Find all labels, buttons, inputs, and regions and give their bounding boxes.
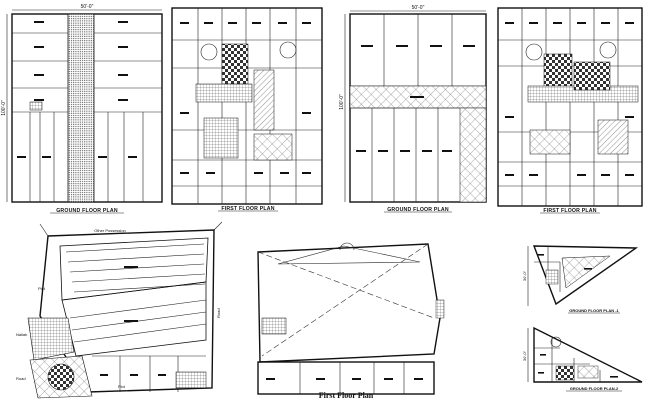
lobby-tiles xyxy=(203,117,239,159)
room-partitions xyxy=(521,8,619,206)
annotation-side: Road xyxy=(216,308,221,318)
plan-caption: FIRST FLOOR PLAN xyxy=(543,208,596,214)
plan-ground-floor-1: 50'-0" 100'-0" GROUND FLOOR PLAN xyxy=(1,4,163,214)
room-partitions xyxy=(299,362,405,394)
stair-2 xyxy=(435,299,445,319)
circular-room xyxy=(279,41,297,59)
room-partitions xyxy=(92,355,206,392)
roof-lines xyxy=(69,299,207,343)
roundabout xyxy=(47,363,75,391)
plan-first-floor-2: FIRST FLOOR PLAN xyxy=(497,7,643,214)
room-labels xyxy=(538,354,618,378)
room-partitions xyxy=(197,8,297,204)
dimension-side: 100'-0" xyxy=(339,94,345,110)
annotation-bottom: Plot xyxy=(118,384,126,389)
hall-2 xyxy=(61,281,207,357)
terrace xyxy=(253,133,293,161)
plan-ground-floor-triangle-1: 30'-0" GROUND FLOOR PLAN -1 xyxy=(522,245,639,314)
plan-first-floor-3: First Floor Plan xyxy=(257,242,445,400)
room-labels xyxy=(266,378,423,380)
plan-caption: GROUND FLOOR PLAN -1 xyxy=(569,308,619,313)
stair-core xyxy=(543,53,573,91)
plan-caption: FIRST FLOOR PLAN xyxy=(221,206,274,212)
lobby xyxy=(253,69,275,131)
stair-block xyxy=(27,317,75,361)
roof-arc xyxy=(339,242,355,251)
outer-wall xyxy=(533,326,643,383)
circular-room xyxy=(525,43,543,61)
circular-room xyxy=(599,41,617,59)
room-labels xyxy=(17,21,137,158)
circular-room xyxy=(200,43,218,61)
dimension-side: 100'-0" xyxy=(1,100,7,116)
terrace-2 xyxy=(597,119,629,155)
room-labels xyxy=(100,266,166,376)
office xyxy=(175,371,207,389)
lower-block xyxy=(257,361,435,395)
room-partitions xyxy=(534,246,561,292)
room-labels xyxy=(180,22,311,174)
stair xyxy=(261,317,287,335)
diagonal-lines xyxy=(257,243,435,357)
outer-wall xyxy=(257,243,441,363)
annotation-road1: Nallah xyxy=(16,332,27,337)
plan-site: Other Possession Plot Plot Nallah Road R… xyxy=(16,221,223,399)
corridor xyxy=(195,83,253,103)
stair xyxy=(545,269,559,285)
dimension-side: 30'-0" xyxy=(522,350,527,361)
room-labels xyxy=(538,254,592,270)
boundary-ext xyxy=(39,221,223,237)
annotation-left: Plot xyxy=(38,286,46,291)
room-partitions xyxy=(534,338,601,382)
circular-room xyxy=(550,336,562,348)
parking-side xyxy=(459,107,487,203)
plan-caption: GROUND FLOOR PLAN xyxy=(56,208,118,214)
annotation-road2: Road xyxy=(16,376,26,381)
shop-partitions xyxy=(350,107,460,202)
plan-caption: GROUND FLOOR PLAN-2 xyxy=(570,386,619,391)
stair-core xyxy=(221,43,249,85)
outer-wall xyxy=(171,7,323,205)
shop-partitions xyxy=(29,112,144,202)
stair xyxy=(555,365,575,381)
dimension-top: 50'-0" xyxy=(81,4,94,10)
roof-ridge xyxy=(277,245,421,265)
plan-ground-floor-triangle-2: 30'-0" GROUND FLOOR PLAN-2 xyxy=(522,326,643,392)
dimension-top: 50'-0" xyxy=(412,5,425,11)
central-passage xyxy=(67,13,95,203)
dimension-side: 30'-0" xyxy=(522,270,527,281)
plan-ground-floor-2: 50'-0" 100'-0" GROUND FLOOR PLAN xyxy=(339,5,487,213)
plan-first-floor-1: FIRST FLOOR PLAN xyxy=(171,7,323,212)
parking xyxy=(561,255,611,289)
outer-wall xyxy=(532,245,639,306)
lobby xyxy=(573,61,611,91)
terrace xyxy=(577,365,599,379)
room-labels xyxy=(356,45,475,152)
plan-caption: GROUND FLOOR PLAN xyxy=(387,207,449,213)
terrace xyxy=(529,129,571,155)
plan-caption: First Floor Plan xyxy=(319,391,374,400)
shop-partitions xyxy=(350,14,486,87)
room-labels xyxy=(505,22,634,176)
stair xyxy=(29,101,43,111)
annotation-top: Other Possession xyxy=(94,228,126,233)
